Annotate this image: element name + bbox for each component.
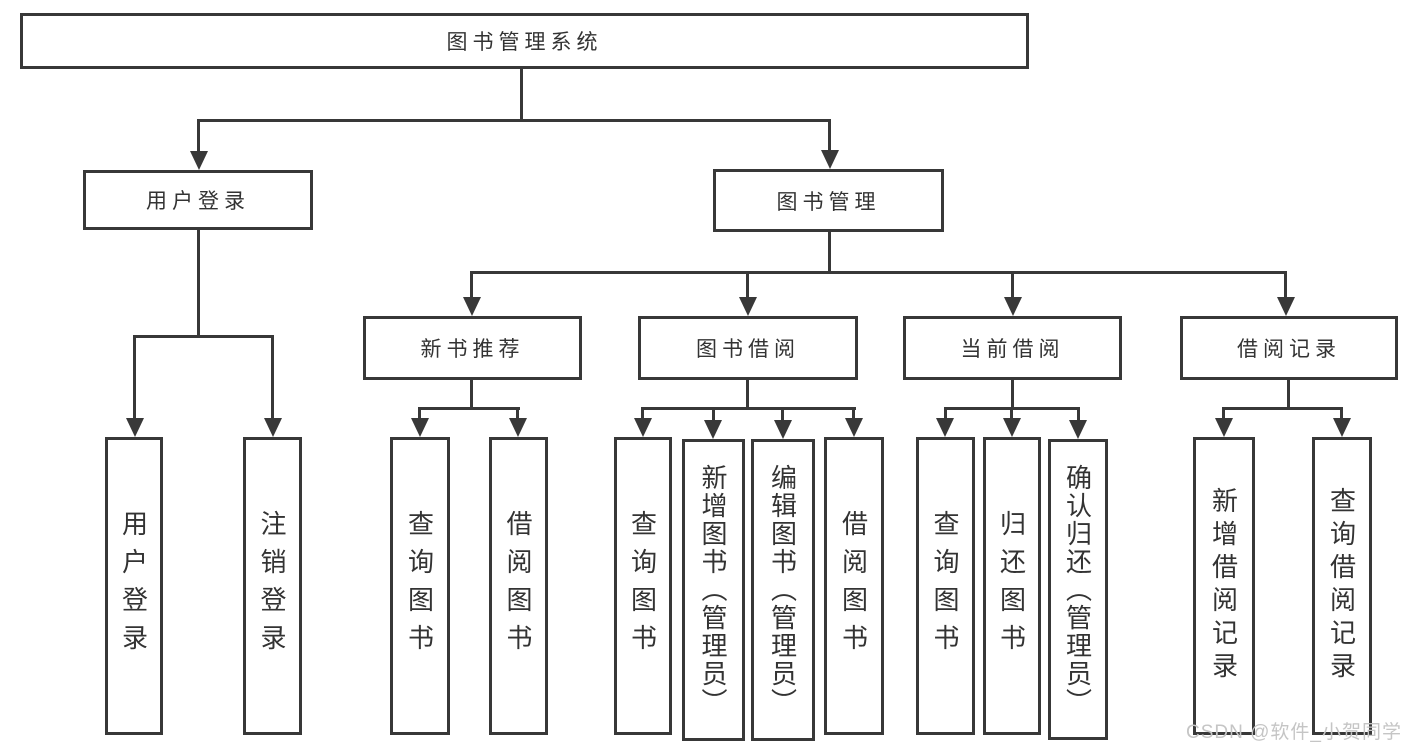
connector-line xyxy=(641,407,856,410)
leaf-label: 查询借阅记录 xyxy=(1326,487,1357,685)
leaf-label: 借阅图书 xyxy=(503,510,533,662)
connector-line xyxy=(828,119,831,153)
connector-line xyxy=(1222,407,1343,410)
leaf-label: 确认归还（管理员） xyxy=(1062,463,1093,716)
node-current-borrowing: 当前借阅 xyxy=(903,316,1122,380)
watermark: CSDN @软件_小贺同学 xyxy=(1186,722,1402,743)
arrow-down-icon xyxy=(509,418,527,437)
arrow-down-icon xyxy=(411,418,429,437)
connector-line xyxy=(1011,378,1014,409)
leaf-label: 编辑图书（管理员） xyxy=(767,464,798,716)
connector-line xyxy=(1287,378,1290,409)
node-label: 新书推荐 xyxy=(420,338,525,361)
connector-line xyxy=(1284,271,1287,300)
connector-line xyxy=(133,335,274,338)
arrow-down-icon xyxy=(634,418,652,437)
connector-line xyxy=(746,271,749,300)
arrow-down-icon xyxy=(1333,418,1351,437)
connector-line xyxy=(197,119,831,122)
node-book-management: 图书管理 xyxy=(713,169,944,232)
connector-line xyxy=(944,407,947,420)
connector-line xyxy=(520,66,523,121)
arrow-down-icon xyxy=(126,418,144,437)
connector-line xyxy=(1010,407,1013,420)
arrow-down-icon xyxy=(1277,297,1295,316)
connector-line xyxy=(1340,407,1343,420)
arrow-down-icon xyxy=(774,420,792,439)
arrow-down-icon xyxy=(190,151,208,170)
arrow-down-icon xyxy=(936,418,954,437)
connector-line xyxy=(418,407,520,410)
leaf-borrowing-edit-books-admin: 编辑图书（管理员） xyxy=(751,439,815,741)
leaf-borrowing-query-books: 查询图书 xyxy=(614,437,672,735)
arrow-down-icon xyxy=(821,150,839,169)
connector-line xyxy=(197,228,200,337)
connector-line xyxy=(828,230,831,274)
connector-line xyxy=(271,335,274,420)
arrow-down-icon xyxy=(264,418,282,437)
node-library-management-system: 图书管理系统 xyxy=(20,13,1029,69)
connector-line xyxy=(641,407,644,420)
leaf-label: 注销登录 xyxy=(257,510,287,662)
leaf-label: 借阅图书 xyxy=(838,510,869,662)
leaf-current-confirm-return-admin: 确认归还（管理员） xyxy=(1048,439,1108,740)
connector-line xyxy=(1077,407,1080,420)
leaf-records-query-borrow-record: 查询借阅记录 xyxy=(1312,437,1372,735)
arrow-down-icon xyxy=(1003,418,1021,437)
node-label: 图书借阅 xyxy=(696,338,800,361)
arrow-down-icon xyxy=(1004,297,1022,316)
node-label: 图书管理系统 xyxy=(446,31,603,54)
leaf-label: 查询图书 xyxy=(404,510,435,662)
leaf-records-add-borrow-record: 新增借阅记录 xyxy=(1193,437,1255,735)
connector-line xyxy=(1222,407,1225,420)
arrow-down-icon xyxy=(1215,418,1233,437)
connector-line xyxy=(746,378,749,409)
leaf-current-query-books: 查询图书 xyxy=(916,437,975,735)
connector-line xyxy=(133,335,136,420)
connector-line xyxy=(470,271,1287,274)
node-new-book-recommendation: 新书推荐 xyxy=(363,316,582,380)
leaf-borrowing-add-books-admin: 新增图书（管理员） xyxy=(682,439,745,741)
connector-line xyxy=(852,407,855,420)
connector-line xyxy=(418,407,421,420)
leaf-borrowing-borrow-books: 借阅图书 xyxy=(824,437,884,735)
leaf-label: 新增借阅记录 xyxy=(1208,487,1239,685)
arrow-down-icon xyxy=(739,297,757,316)
node-borrowing-records: 借阅记录 xyxy=(1180,316,1398,380)
node-label: 用户登录 xyxy=(146,190,250,213)
connector-line xyxy=(781,407,784,420)
node-label: 当前借阅 xyxy=(960,338,1065,361)
arrow-down-icon xyxy=(1069,420,1087,439)
leaf-newrec-borrow-books: 借阅图书 xyxy=(489,437,548,735)
leaf-logout-login: 注销登录 xyxy=(243,437,302,735)
connector-line xyxy=(1011,271,1014,300)
leaf-label: 新增图书（管理员） xyxy=(698,464,728,716)
node-label: 图书管理 xyxy=(776,190,881,214)
leaf-label: 归还图书 xyxy=(996,510,1027,662)
leaf-user-login: 用户登录 xyxy=(105,437,163,735)
connector-line xyxy=(516,407,519,420)
leaf-label: 查询图书 xyxy=(930,510,960,662)
leaf-label: 用户登录 xyxy=(118,510,149,662)
leaf-current-return-books: 归还图书 xyxy=(983,437,1041,735)
connector-line xyxy=(712,407,715,420)
connector-line xyxy=(470,271,473,300)
connector-line xyxy=(470,378,473,409)
node-book-borrowing: 图书借阅 xyxy=(638,316,858,380)
arrow-down-icon xyxy=(845,418,863,437)
arrow-down-icon xyxy=(704,420,722,439)
leaf-label: 查询图书 xyxy=(627,510,658,662)
node-label: 借阅记录 xyxy=(1237,338,1341,361)
arrow-down-icon xyxy=(463,297,481,316)
connector-line xyxy=(197,119,200,154)
node-user-login: 用户登录 xyxy=(83,170,313,230)
leaf-newrec-query-books: 查询图书 xyxy=(390,437,450,735)
